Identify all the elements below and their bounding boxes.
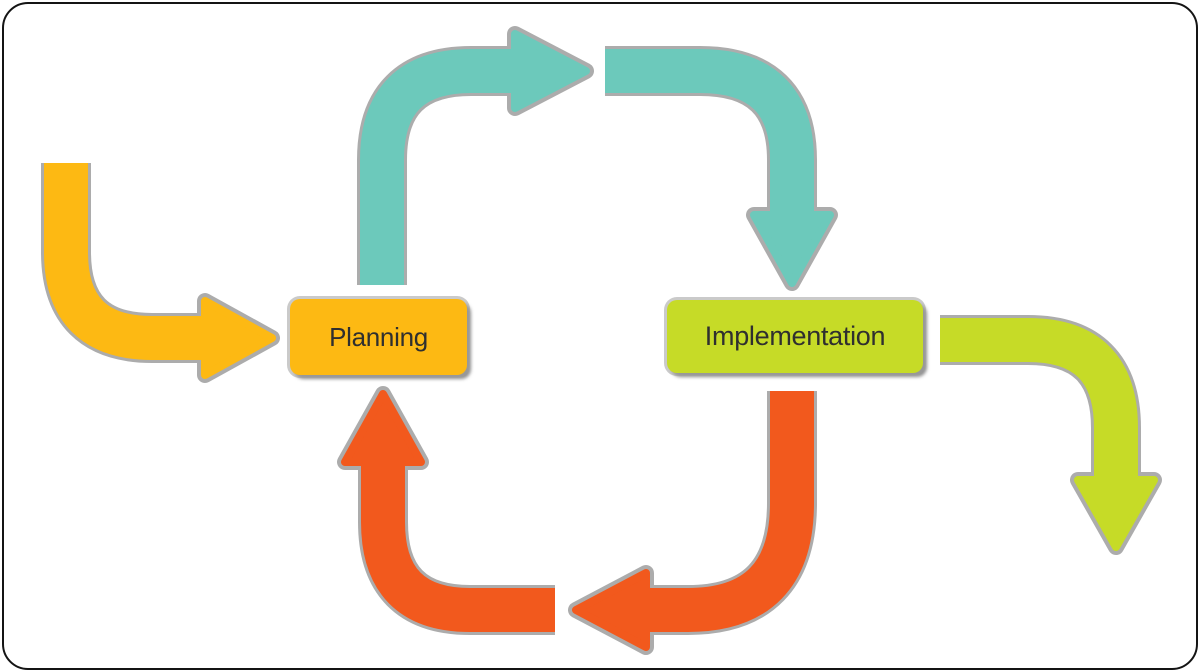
entry-arrowhead-icon [201,297,276,379]
planning-node: Planning [290,299,467,375]
exit-arrowhead-icon [1074,476,1158,551]
implementation-node: Implementation [667,300,923,373]
exit-arrow [940,315,1162,555]
orange-up-arrowhead-icon [341,390,425,466]
teal-down-arrowhead-icon [750,211,834,287]
orange-left-arrowhead-icon [572,569,650,651]
planning-node-label: Planning [329,321,428,352]
implementation-node-label: Implementation [704,321,886,351]
entry-arrow [41,163,280,383]
implementation-to-planning-arrow [337,386,817,655]
planning-to-implementation-arrow [357,26,838,291]
teal-right-arrowhead-icon [511,30,590,112]
